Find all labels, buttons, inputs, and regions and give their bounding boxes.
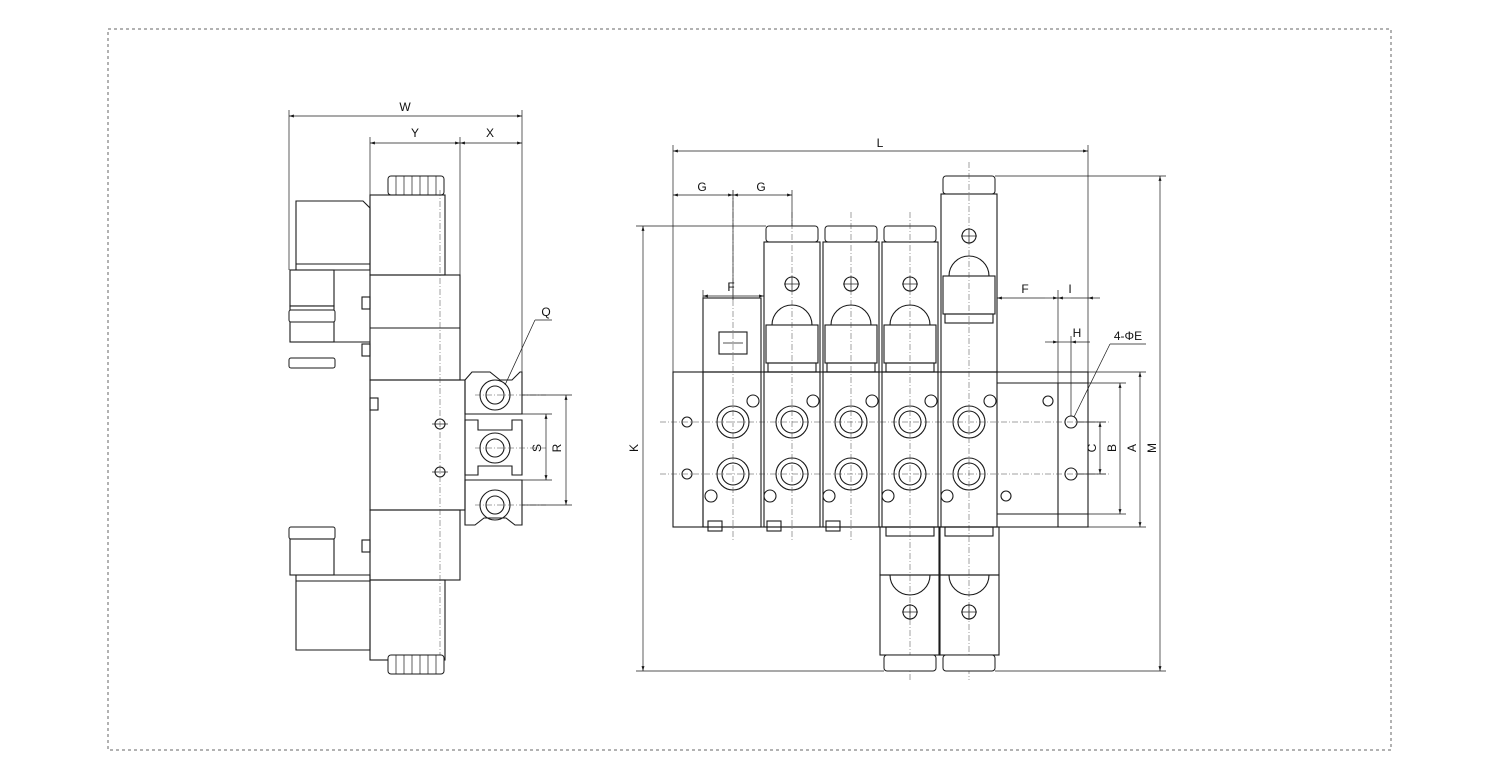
dim-label-i: I [1068, 282, 1071, 296]
side-dimensions [288, 110, 572, 506]
valve-station-1 [702, 190, 762, 540]
dim-label-l: L [877, 136, 884, 150]
upper-coil [288, 200, 371, 369]
dim-label-m: M [1145, 443, 1159, 453]
manifold-base [660, 371, 1110, 528]
dim-label-h: H [1073, 326, 1082, 340]
side-view: W Y X Q S R [288, 100, 572, 675]
upper-manual-knob [387, 175, 445, 196]
dim-label-x: X [486, 126, 494, 140]
dim-label-y: Y [411, 126, 419, 140]
dim-label-s: S [530, 444, 544, 452]
dim-label-c: C [1085, 443, 1099, 452]
side-valve-body [361, 190, 466, 668]
dim-label-f-left: F [727, 280, 734, 294]
front-dimensions [636, 145, 1166, 672]
dim-label-b: B [1105, 444, 1119, 452]
valve-station-5 [938, 162, 1000, 680]
dim-label-r: R [550, 443, 564, 452]
dim-label-g2: G [756, 180, 765, 194]
drawing-border [107, 28, 1392, 751]
side-port-block [464, 371, 546, 526]
dim-label-a: A [1125, 444, 1139, 452]
dim-label-4-phi-e: 4-ΦE [1114, 329, 1142, 343]
lower-coil [288, 526, 371, 651]
valve-station-2 [763, 212, 821, 540]
valve-station-4 [879, 212, 941, 680]
dim-label-g1: G [697, 180, 706, 194]
valve-station-3 [822, 212, 880, 540]
dim-label-q: Q [541, 305, 550, 319]
dim-label-k: K [627, 444, 641, 452]
dim-label-w: W [399, 100, 411, 114]
lower-manual-knob [387, 654, 445, 675]
front-view: L G G F F I H 4-ΦE K C B A M [627, 136, 1166, 680]
dim-label-f-right: F [1021, 282, 1028, 296]
